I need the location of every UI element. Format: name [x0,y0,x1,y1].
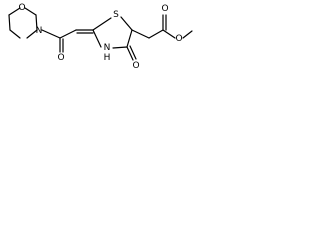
bond-o-methyl [182,30,193,39]
bond-morpholine-3 [26,29,38,39]
bond-c2-s [92,17,112,31]
bond-c5-c4 [126,29,133,48]
thiazolidine-nitrogen-label: N [104,43,111,53]
bond-morpholine-2 [9,29,21,39]
ring-carbonyl-oxygen-label: O [132,61,139,71]
bond-n3-c2 [92,29,102,48]
bonds [8,7,193,61]
morpholine-nitrogen-label: N [36,26,43,36]
bond-n-carbonyl [41,29,61,39]
bond-ring-co-1 [126,46,134,61]
thiazolidine-sulfur-label: S [113,10,119,20]
ester-carbonyl-oxygen-label: O [161,4,168,14]
bond-morpholine-6 [8,7,21,16]
bond-c5-ch2 [131,29,150,39]
bond-morpholine-5 [24,7,37,16]
bond-c4-n3 [112,46,128,49]
bond-ch2-ester [148,29,164,39]
bond-ring-co-2 [129,45,137,60]
ring-nh-hydrogen-label: H [104,53,111,63]
bond-carbonyl-ch [59,29,77,39]
amide-oxygen-label: O [57,53,64,63]
bond-morpholine-1 [8,14,11,31]
ester-oxygen-label: O [175,34,182,44]
bond-morpholine-4 [35,14,38,31]
atom-labels: O N O S N H O O O [18,3,182,71]
morpholine-oxygen-label: O [18,3,25,13]
chemical-structure: O N O S N H O O O [8,3,193,71]
bond-s-c5 [120,16,133,31]
bond-ester-o [162,29,176,39]
